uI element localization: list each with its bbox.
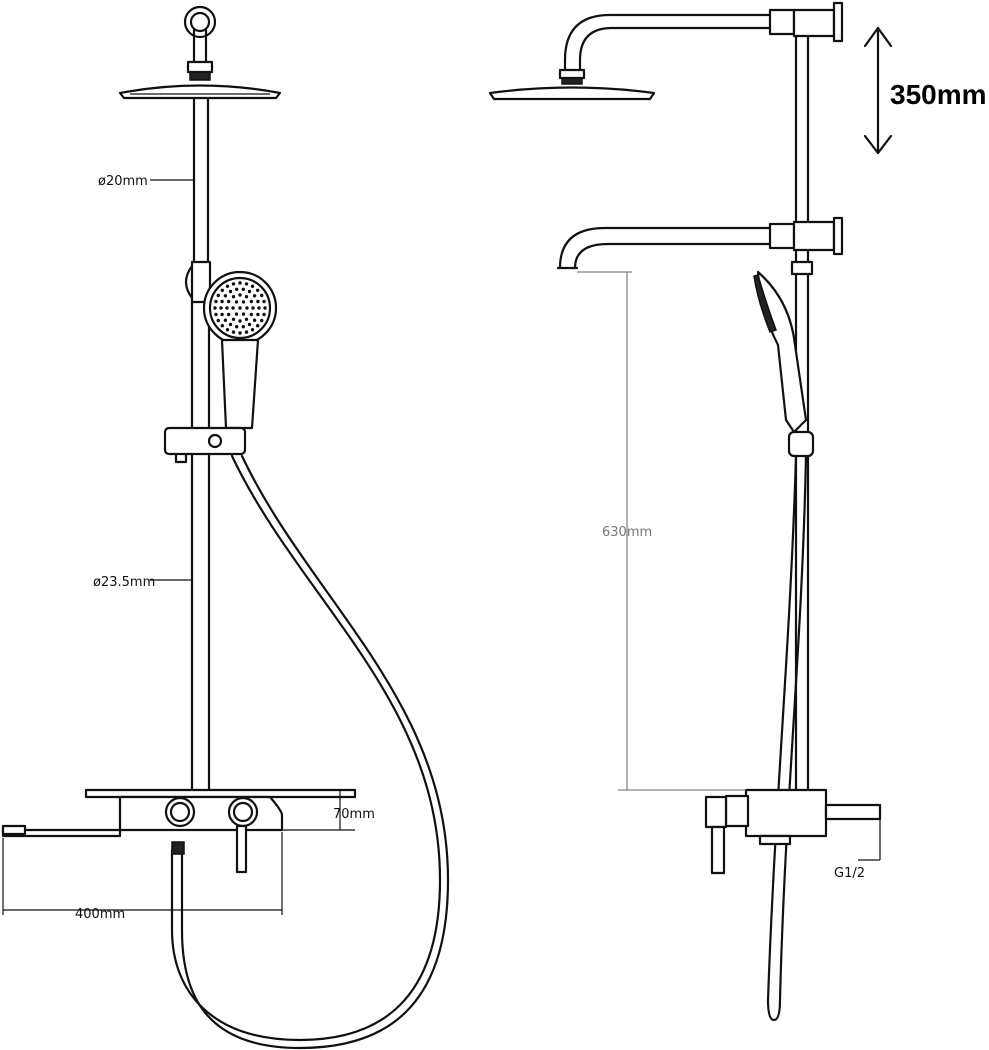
nozzle-dot <box>247 322 252 327</box>
label-mixer-height: 70mm <box>333 807 375 822</box>
nozzle-dot <box>260 293 264 298</box>
front-top-connector <box>183 5 217 81</box>
nozzle-dot <box>251 306 255 310</box>
nozzle-dot <box>256 312 260 317</box>
label-riser-height: 630mm <box>602 525 652 540</box>
nozzle-dot <box>220 324 224 328</box>
nozzle-dot <box>225 328 230 332</box>
front-upper-riser <box>192 96 210 264</box>
nozzle-dot <box>214 299 218 304</box>
nozzle-dot <box>216 318 220 323</box>
nozzle-dot <box>241 300 246 304</box>
hand-shower-nozzles <box>213 281 267 335</box>
nozzle-dot <box>257 306 261 310</box>
side-rain-shower-head <box>488 86 656 101</box>
front-hose <box>170 454 450 1050</box>
nozzle-dot <box>241 312 246 316</box>
nozzle-dot <box>260 318 264 323</box>
nozzle-dot <box>213 306 217 310</box>
nozzle-dot <box>223 318 228 322</box>
nozzle-dot <box>244 330 249 334</box>
label-spout-length: 400mm <box>75 907 125 922</box>
nozzle-dot <box>231 317 236 321</box>
nozzle-dot <box>244 282 249 286</box>
nozzle-dot <box>220 299 224 304</box>
nozzle-dot <box>252 318 257 322</box>
label-inlet-thread: G1/2 <box>834 866 865 881</box>
nozzle-dot <box>223 294 228 298</box>
label-riser-top-diameter: ø20mm <box>98 174 148 189</box>
front-bath-spout <box>1 824 122 838</box>
nozzle-dot <box>220 288 224 292</box>
front-view: ø20mm ø23.5mm 70mm 400mm <box>1 5 450 1050</box>
side-mixer-body <box>704 788 882 875</box>
nozzle-dot <box>216 293 220 298</box>
nozzle-dot <box>231 306 235 310</box>
nozzle-dot <box>238 306 242 310</box>
nozzle-dot <box>234 300 239 304</box>
side-dimensions <box>577 26 893 861</box>
nozzle-dot <box>238 319 242 323</box>
nozzle-dot <box>250 284 255 288</box>
nozzle-dot <box>247 289 252 294</box>
nozzle-dot <box>219 306 223 310</box>
side-view: 350mm 630mm G1/2 <box>488 1 987 1022</box>
nozzle-dot <box>263 306 267 310</box>
front-hand-shower <box>202 270 278 430</box>
nozzle-dot <box>225 306 229 310</box>
nozzle-dot <box>249 299 253 304</box>
front-lower-riser <box>190 300 211 792</box>
nozzle-dot <box>262 299 266 304</box>
nozzle-dot <box>228 322 233 327</box>
front-dimensions <box>2 179 355 915</box>
front-thermostatic-mixer <box>84 788 357 874</box>
nozzle-dot <box>235 287 239 291</box>
nozzle-dot <box>220 312 224 317</box>
nozzle-dot <box>241 287 245 291</box>
nozzle-dot <box>256 299 260 304</box>
nozzle-dot <box>231 282 236 286</box>
nozzle-dot <box>238 331 242 335</box>
nozzle-dot <box>244 295 249 299</box>
nozzle-dot <box>234 312 239 316</box>
nozzle-dot <box>249 312 253 317</box>
nozzle-dot <box>227 312 231 317</box>
side-hand-shower <box>753 270 815 458</box>
side-hose <box>766 454 808 1022</box>
nozzle-dot <box>245 306 249 310</box>
nozzle-dot <box>227 299 231 304</box>
nozzle-dot <box>250 328 255 332</box>
label-riser-bottom-diameter: ø23.5mm <box>93 575 155 590</box>
side-shower-arm <box>558 1 844 85</box>
nozzle-dot <box>228 289 233 294</box>
nozzle-dot <box>235 325 239 329</box>
front-hand-shower-holder <box>163 426 247 464</box>
label-adjustable-range: 350mm <box>890 79 987 110</box>
nozzle-dot <box>241 325 245 329</box>
nozzle-dot <box>231 330 236 334</box>
nozzle-dot <box>238 293 242 297</box>
nozzle-dot <box>225 284 230 288</box>
side-middle-spout <box>556 216 844 276</box>
nozzle-dot <box>231 295 236 299</box>
nozzle-dot <box>262 312 266 317</box>
nozzle-dot <box>252 294 257 298</box>
nozzle-dot <box>214 312 218 317</box>
front-rain-shower-head <box>118 84 282 100</box>
nozzle-dot <box>244 317 249 321</box>
nozzle-dot <box>238 281 242 285</box>
nozzle-dot <box>256 324 260 328</box>
nozzle-dot <box>256 288 260 292</box>
